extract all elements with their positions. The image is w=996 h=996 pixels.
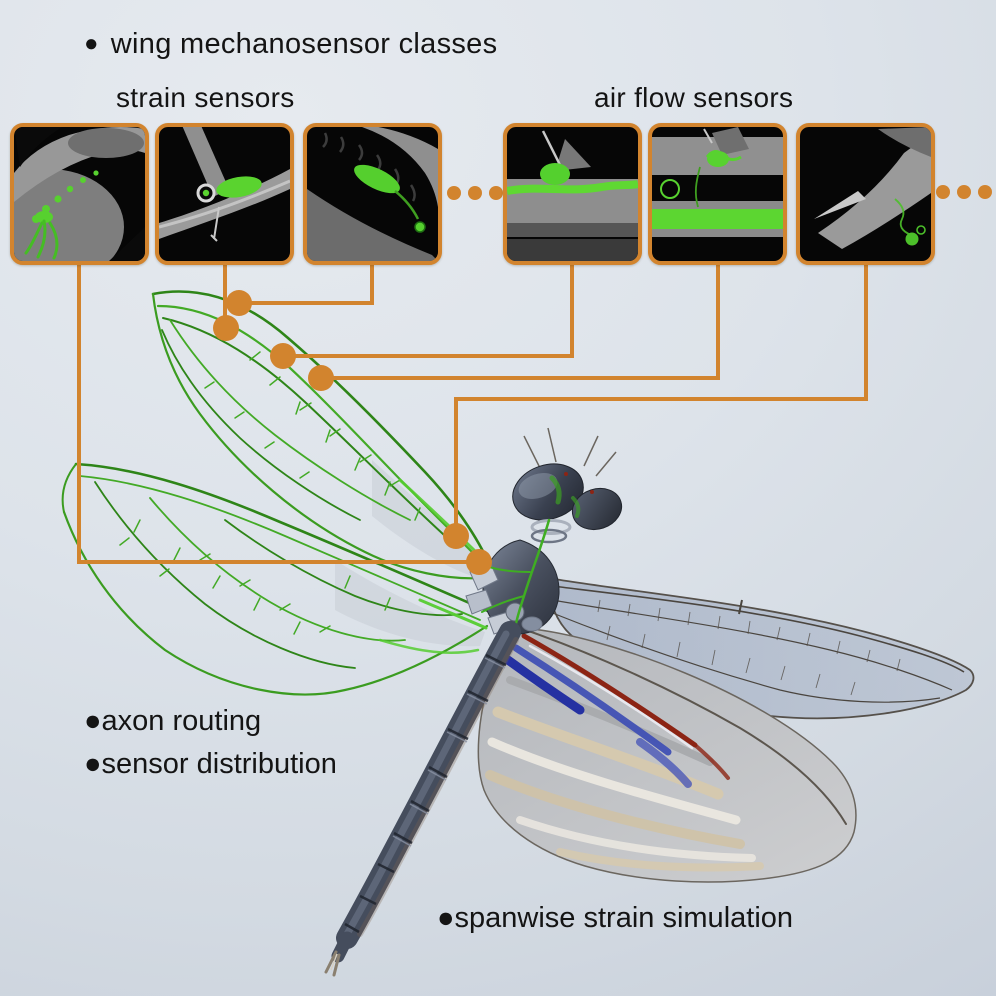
strain-sensor-micrograph-1: [10, 123, 149, 265]
bullet-icon: ●: [84, 705, 102, 737]
leg-plates: [465, 561, 543, 635]
connector-airflow-2: [321, 263, 720, 380]
airflow-more-dots-icon: [936, 185, 992, 199]
connector-lines: [77, 263, 868, 564]
left-hindwing-veins: [61, 462, 492, 696]
sensor-dot-4: [308, 365, 334, 391]
dragonfly-body: [324, 427, 623, 977]
sensor-dot-6: [466, 549, 492, 575]
right-hindwing-strain-simulation: [477, 627, 857, 883]
strain-more-dots-icon: [447, 186, 503, 200]
sensor-dot-1: [226, 290, 252, 316]
airflow-sensor-micrograph-3: [796, 123, 935, 265]
bullet-icon: ●: [84, 30, 99, 57]
annotation-axon-routing: ●axon routing: [84, 705, 262, 737]
connector-airflow-1: [283, 263, 574, 358]
connector-airflow-3: [454, 263, 868, 536]
connector-strain-3: [239, 263, 374, 305]
airflow-sensor-micrograph-1: [503, 123, 642, 265]
connector-strain-1: [77, 263, 479, 564]
strain-sensor-micrograph-3: [303, 123, 442, 265]
abdomen: [324, 621, 521, 977]
annotation-axon-sensor: ●axon routing ●sensor distribution: [84, 700, 337, 786]
left-forewing-veins: [151, 290, 492, 580]
sensor-location-dots: [213, 290, 492, 575]
figure-title: ● wing mechanosensor classes: [84, 28, 497, 61]
annotation-sensor-distribution: ●sensor distribution: [84, 748, 337, 780]
bullet-icon: ●: [437, 902, 455, 934]
head-eye-right: [571, 487, 623, 531]
cerci: [324, 950, 341, 977]
annotation-strain-simulation: ●spanwise strain simulation: [437, 902, 794, 934]
bullet-icon: ●: [84, 748, 102, 780]
sensor-dot-2: [213, 315, 239, 341]
neck-rings: [530, 519, 572, 544]
airflow-sensor-micrograph-2: [648, 123, 787, 265]
head-eye-left: [512, 463, 584, 521]
antennae: [523, 427, 617, 477]
sensor-dot-5: [443, 523, 469, 549]
figure-title-text: wing mechanosensor classes: [110, 28, 498, 60]
group-label-strain: strain sensors: [116, 82, 295, 113]
sensor-dot-3: [270, 343, 296, 369]
group-label-airflow: air flow sensors: [594, 82, 794, 113]
strain-sensor-micrograph-2: [155, 123, 294, 265]
